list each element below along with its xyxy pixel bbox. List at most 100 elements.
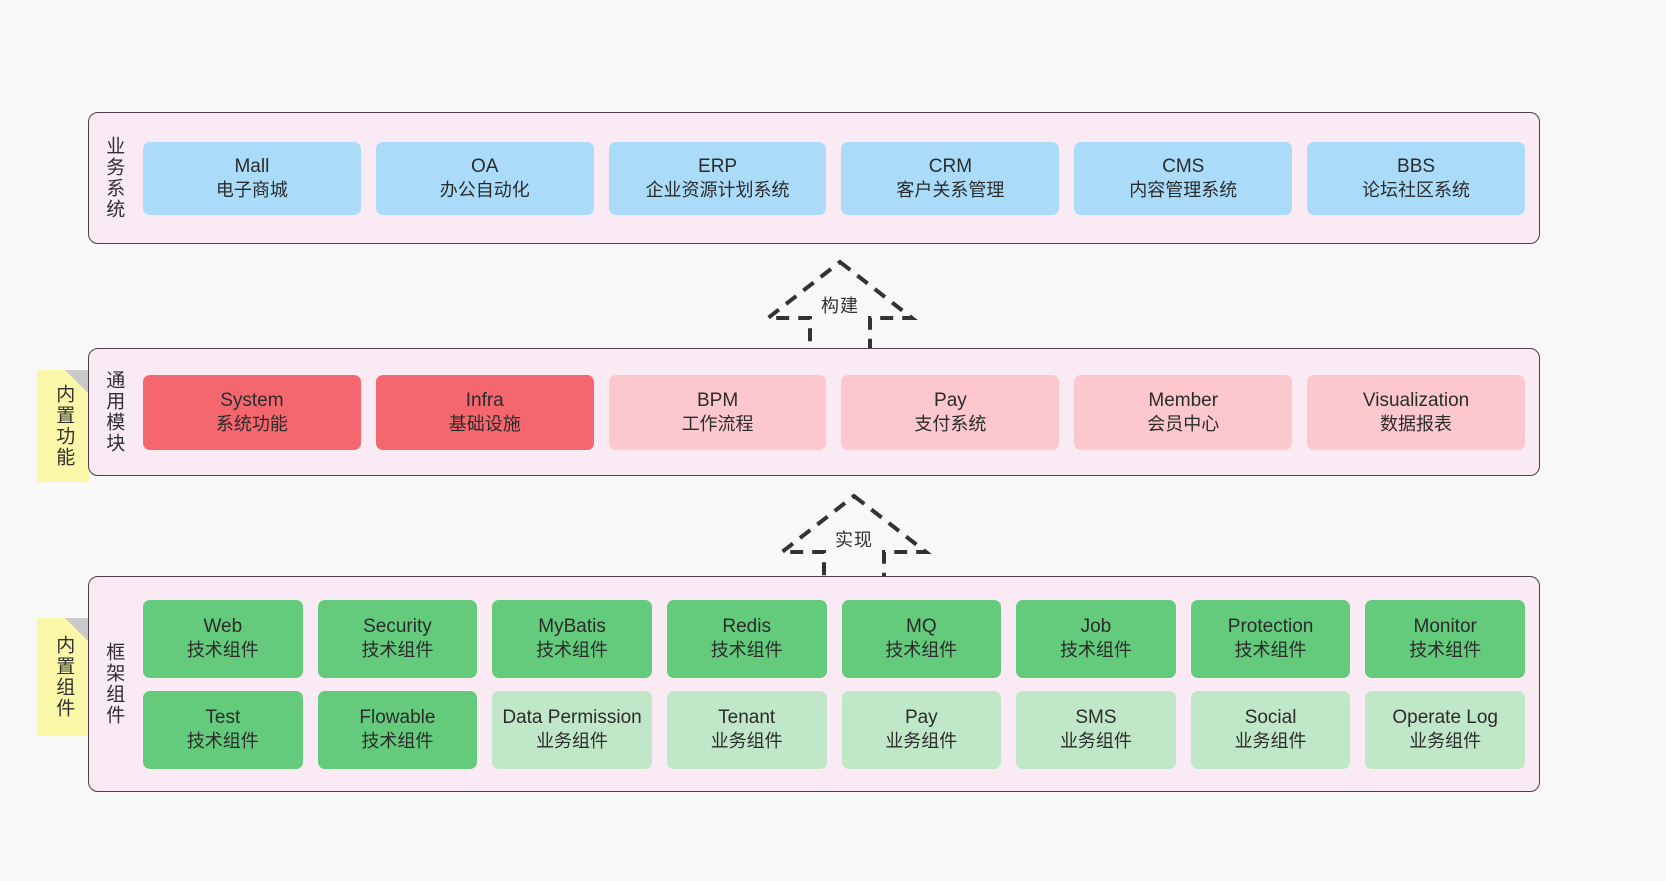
card-title: Social	[1244, 707, 1297, 729]
card-title: OA	[471, 155, 499, 177]
layer-body-framework: Web 技术组件 Security 技术组件 MyBatis 技术组件 Redi…	[137, 577, 1539, 791]
card-subtitle: 支付系统	[914, 413, 987, 434]
card-title: Visualization	[1362, 389, 1470, 411]
card-title: MQ	[906, 616, 937, 638]
card-system[interactable]: System 系统功能	[143, 374, 361, 450]
layer-title-business: 业务系统	[89, 113, 137, 243]
card-title: Member	[1148, 389, 1219, 411]
card-subtitle: 办公自动化	[439, 179, 530, 200]
card-title: Redis	[722, 616, 771, 638]
card-redis[interactable]: Redis 技术组件	[666, 599, 827, 678]
card-subtitle: 技术组件	[1059, 640, 1132, 661]
card-mq[interactable]: MQ 技术组件	[841, 599, 1002, 678]
card-tenant[interactable]: Tenant 业务组件	[666, 690, 827, 769]
card-title: Mall	[234, 155, 270, 177]
card-subtitle: 电子商城	[215, 179, 288, 200]
layer-body-business: Mall 电子商城 OA 办公自动化 ERP 企业资源计划系统 CRM 客户关系…	[137, 113, 1539, 243]
sticky-note-builtin-components: 内置组件	[37, 618, 89, 736]
card-title: Security	[363, 616, 432, 638]
card-subtitle: 业务组件	[710, 731, 783, 752]
card-subtitle: 系统功能	[215, 413, 288, 434]
sticky-note-label: 内置组件	[53, 635, 75, 719]
card-subtitle: 业务组件	[1234, 731, 1307, 752]
card-subtitle: 内容管理系统	[1129, 179, 1238, 200]
card-subtitle: 基础设施	[448, 413, 521, 434]
card-oa[interactable]: OA 办公自动化	[375, 141, 594, 215]
card-title: Tenant	[718, 707, 776, 729]
card-data-permission[interactable]: Data Permission 业务组件	[492, 690, 652, 769]
layer-title-text: 业务系统	[103, 136, 125, 220]
card-title: Monitor	[1413, 616, 1477, 638]
card-subtitle: 技术组件	[186, 731, 259, 752]
card-subtitle: 工作流程	[681, 413, 754, 434]
card-job[interactable]: Job 技术组件	[1016, 599, 1176, 678]
card-monitor[interactable]: Monitor 技术组件	[1365, 599, 1525, 678]
card-title: SMS	[1075, 707, 1117, 729]
layer-body-common: System 系统功能 Infra 基础设施 BPM 工作流程 Pay 支付系统…	[137, 349, 1539, 475]
card-protection[interactable]: Protection 技术组件	[1190, 599, 1351, 678]
card-mall[interactable]: Mall 电子商城	[143, 141, 361, 215]
card-title: CMS	[1162, 155, 1205, 177]
card-subtitle: 技术组件	[186, 640, 259, 661]
card-title: System	[220, 389, 284, 411]
card-title: Flowable	[359, 707, 436, 729]
card-operate-log[interactable]: Operate Log 业务组件	[1365, 690, 1525, 769]
connector-implement: 实现	[774, 490, 934, 590]
card-title: BBS	[1397, 155, 1436, 177]
card-erp[interactable]: ERP 企业资源计划系统	[608, 141, 827, 215]
layer-business-systems: 业务系统 Mall 电子商城 OA 办公自动化 ERP 企业资源计划系统 CRM	[88, 112, 1540, 244]
layer-title-text: 通用模块	[103, 370, 125, 454]
card-title: Pay	[904, 707, 938, 729]
card-subtitle: 技术组件	[1409, 640, 1482, 661]
card-subtitle: 客户关系管理	[896, 179, 1005, 200]
card-member[interactable]: Member 会员中心	[1074, 374, 1293, 450]
card-mybatis[interactable]: MyBatis 技术组件	[492, 599, 652, 678]
card-title: Protection	[1227, 616, 1314, 638]
card-sms[interactable]: SMS 业务组件	[1016, 690, 1176, 769]
card-subtitle: 技术组件	[536, 640, 609, 661]
sticky-note-builtin-functions: 内置功能	[37, 370, 89, 482]
card-title: MyBatis	[538, 616, 606, 638]
card-subtitle: 业务组件	[1059, 731, 1132, 752]
card-bbs[interactable]: BBS 论坛社区系统	[1307, 141, 1525, 215]
card-row: System 系统功能 Infra 基础设施 BPM 工作流程 Pay 支付系统…	[143, 374, 1525, 450]
card-subtitle: 技术组件	[885, 640, 958, 661]
card-pay[interactable]: Pay 支付系统	[841, 374, 1060, 450]
card-subtitle: 技术组件	[1234, 640, 1307, 661]
card-title: Job	[1080, 616, 1112, 638]
connector-label: 实现	[835, 530, 873, 550]
card-subtitle: 技术组件	[361, 731, 434, 752]
card-subtitle: 业务组件	[885, 731, 958, 752]
card-subtitle: 技术组件	[361, 640, 434, 661]
card-infra[interactable]: Infra 基础设施	[375, 374, 594, 450]
card-test[interactable]: Test 技术组件	[143, 690, 303, 769]
layer-title-common: 通用模块	[89, 349, 137, 475]
card-cms[interactable]: CMS 内容管理系统	[1074, 141, 1293, 215]
card-web[interactable]: Web 技术组件	[143, 599, 303, 678]
card-subtitle: 业务组件	[536, 731, 609, 752]
card-title: Web	[203, 616, 243, 638]
card-row: Test 技术组件 Flowable 技术组件 Data Permission …	[143, 690, 1525, 769]
card-title: Data Permission	[502, 707, 642, 729]
card-title: ERP	[698, 155, 738, 177]
card-subtitle: 论坛社区系统	[1362, 179, 1471, 200]
layer-framework-components: 框架组件 Web 技术组件 Security 技术组件 MyBatis 技术组件…	[88, 576, 1540, 792]
card-subtitle: 数据报表	[1380, 413, 1453, 434]
card-flowable[interactable]: Flowable 技术组件	[317, 690, 478, 769]
card-subtitle: 会员中心	[1147, 413, 1220, 434]
card-visualization[interactable]: Visualization 数据报表	[1307, 374, 1525, 450]
card-crm[interactable]: CRM 客户关系管理	[841, 141, 1060, 215]
sticky-note-label: 内置功能	[53, 384, 75, 468]
card-row: Web 技术组件 Security 技术组件 MyBatis 技术组件 Redi…	[143, 599, 1525, 678]
connector-label: 构建	[821, 296, 859, 316]
card-security[interactable]: Security 技术组件	[317, 599, 478, 678]
card-social[interactable]: Social 业务组件	[1190, 690, 1351, 769]
layer-common-modules: 通用模块 System 系统功能 Infra 基础设施 BPM 工作流程 Pay	[88, 348, 1540, 476]
card-title: Operate Log	[1392, 707, 1498, 729]
card-bpm[interactable]: BPM 工作流程	[608, 374, 827, 450]
card-pay-biz[interactable]: Pay 业务组件	[841, 690, 1002, 769]
card-title: BPM	[696, 389, 739, 411]
card-title: Pay	[934, 389, 967, 411]
card-subtitle: 企业资源计划系统	[645, 179, 790, 200]
